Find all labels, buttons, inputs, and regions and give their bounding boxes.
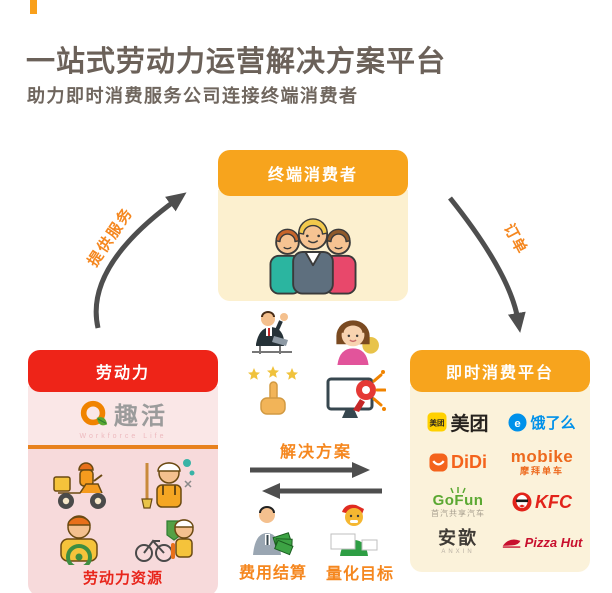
logo-kfc: KFC <box>500 492 584 513</box>
platform-box: 即时消费平台 美团 美团 e 饿了么 <box>410 350 590 572</box>
cleaner-icon <box>140 459 194 509</box>
labor-resources-label: 劳动力资源 <box>82 570 163 587</box>
logo-meituan: 美团 美团 <box>416 409 500 436</box>
solution-label: 解决方案 <box>279 444 352 461</box>
svg-text:e: e <box>515 417 521 429</box>
kfc-icon <box>512 492 532 512</box>
businessman-desk-icon <box>252 311 292 354</box>
logo-eleme: e 饿了么 <box>500 412 584 433</box>
logo-didi: DiDi <box>416 452 500 473</box>
consumer-box-body <box>218 190 408 301</box>
eleme-icon: e <box>508 412 528 432</box>
consumer-box: 终端消费者 <box>218 150 408 301</box>
consumer-box-header: 终端消费者 <box>218 150 408 196</box>
meituan-icon: 美团 <box>427 412 447 432</box>
orders-arrow <box>448 196 526 333</box>
quhuo-brand-name: 趣活 <box>114 403 168 430</box>
quhuo-logo-strip: 趣活 Workforce Life <box>28 386 218 445</box>
solution-double-arrow <box>250 462 382 499</box>
svg-text:美团: 美团 <box>430 418 445 428</box>
logo-pizzahut: Pizza Hut <box>500 535 584 550</box>
bike-mechanic-icon <box>134 519 194 562</box>
labor-box-body: 劳动力资源 <box>28 449 218 593</box>
labor-box: 劳动力 趣活 Workforce Life <box>28 350 218 593</box>
logo-anxin: 安歆 ANXIN <box>438 528 478 555</box>
labor-box-header: 劳动力 <box>28 350 218 392</box>
logo-mobike: mobike 摩拜单车 <box>510 447 574 476</box>
monitor-megaphone-icon <box>326 370 386 418</box>
platform-box-header: 即时消费平台 <box>410 350 590 392</box>
provide-service-arrow <box>93 192 187 329</box>
pizzahut-icon <box>502 539 520 548</box>
page-subtitle: 助力即时消费服务公司连接终端消费者 <box>27 86 359 106</box>
logo-gofun: GoFun 首汽共享汽车 <box>416 486 500 518</box>
consumers-icon <box>269 217 357 295</box>
didi-icon <box>429 452 448 472</box>
woman-icon <box>336 320 379 365</box>
quhuo-logo-icon <box>80 400 108 425</box>
fee-settlement-label: 费用结算 <box>238 565 307 582</box>
page-title: 一站式劳动力运营解决方案平台 <box>26 46 447 78</box>
quantified-goal-icon <box>330 504 378 556</box>
top-accent-bar <box>30 0 37 14</box>
fee-settlement-icon <box>253 506 294 556</box>
delivery-scooter-icon <box>52 462 106 509</box>
rating-stars-hand-icon <box>248 366 298 415</box>
gofun-sprout-icon <box>450 486 466 493</box>
platform-box-body: 美团 美团 e 饿了么 DiDi mobike <box>410 386 590 572</box>
quhuo-tagline: Workforce Life <box>79 433 167 440</box>
labor-divider <box>28 445 218 449</box>
driver-icon <box>59 515 98 565</box>
quantified-goal-label: 量化目标 <box>325 566 394 583</box>
